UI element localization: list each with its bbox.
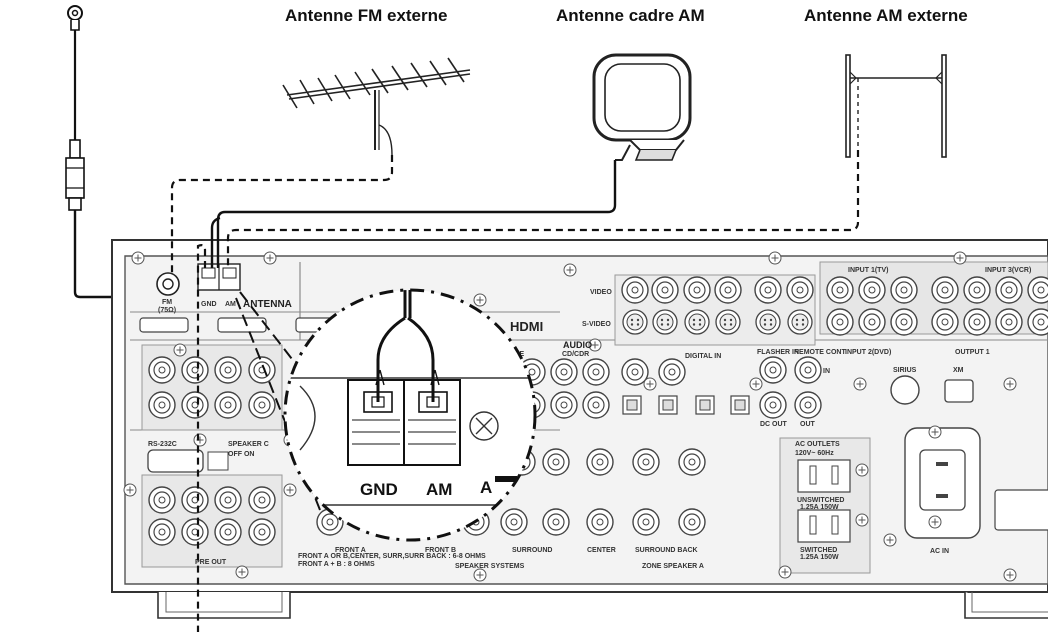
svg-text:AC IN: AC IN	[930, 548, 949, 555]
svg-text:INPUT 1(TV): INPUT 1(TV)	[848, 267, 888, 274]
svg-text:1.25A 150W: 1.25A 150W	[800, 504, 839, 511]
am-external-cable	[196, 150, 860, 632]
svg-text:FRONT A + B : 8 OHMS: FRONT A + B : 8 OHMS	[298, 561, 375, 568]
svg-text:CD/CDR: CD/CDR	[562, 351, 589, 358]
fm-external-antenna	[282, 57, 471, 156]
svg-text:SIRIUS: SIRIUS	[893, 367, 917, 374]
svg-text:SPEAKER SYSTEMS: SPEAKER SYSTEMS	[455, 563, 525, 570]
svg-text:DIGITAL IN: DIGITAL IN	[685, 353, 721, 360]
svg-text:AM: AM	[225, 301, 236, 308]
svg-text:OUT: OUT	[800, 421, 816, 428]
svg-text:UNSWITCHED: UNSWITCHED	[797, 497, 844, 504]
svg-text:CENTER: CENTER	[587, 547, 616, 554]
zoom-partial-label: A	[480, 478, 492, 497]
svg-text:1.25A 150W: 1.25A 150W	[800, 554, 839, 561]
am-loop-antenna-title: Antenne cadre AM	[556, 6, 705, 25]
svg-text:FLASHER IN: FLASHER IN	[757, 349, 799, 356]
svg-text:IN: IN	[823, 368, 830, 375]
svg-text:FRONT A OR B,CENTER, SURR,SURR: FRONT A OR B,CENTER, SURR,SURR BACK : 6-…	[298, 553, 486, 560]
svg-text:120V~ 60Hz: 120V~ 60Hz	[795, 450, 834, 457]
svg-text:(75Ω): (75Ω)	[158, 307, 176, 314]
svg-text:FRONT A: FRONT A	[335, 547, 366, 554]
svg-text:SWITCHED: SWITCHED	[800, 547, 837, 554]
svg-text:HDMI: HDMI	[510, 319, 543, 334]
am-external-antenna-title: Antenne AM externe	[804, 6, 968, 25]
am-loop-cable	[210, 160, 617, 268]
receiver-back-panel	[111, 239, 1048, 619]
svg-text:ANTENNA: ANTENNA	[243, 299, 292, 310]
svg-text:DC OUT: DC OUT	[760, 421, 788, 428]
svg-text:RS-232C: RS-232C	[148, 441, 177, 448]
svg-text:S-VIDEO: S-VIDEO	[582, 321, 611, 328]
svg-text:SURROUND BACK: SURROUND BACK	[635, 547, 698, 554]
svg-text:SURROUND: SURROUND	[512, 547, 552, 554]
svg-text:FRONT B: FRONT B	[425, 547, 456, 554]
svg-text:SPEAKER C: SPEAKER C	[228, 441, 269, 448]
svg-text:INPUT 2(DVD): INPUT 2(DVD)	[845, 349, 891, 356]
svg-text:INPUT 3(VCR): INPUT 3(VCR)	[985, 267, 1031, 274]
zoom-gnd-label: GND	[360, 480, 398, 499]
antenna-terminal-zoom: GND AM A )	[283, 288, 537, 542]
svg-text:VIDEO: VIDEO	[590, 289, 612, 296]
zoom-am-label: AM	[426, 480, 452, 499]
am-external-antenna	[845, 54, 947, 158]
svg-text:GND: GND	[201, 301, 217, 308]
panel-labels: FM (75Ω) GND AM ANTENNA HDMI VIDEO S-VID…	[148, 267, 1031, 570]
svg-text:OUTPUT 1: OUTPUT 1	[955, 349, 990, 356]
svg-text:OFF ON: OFF ON	[228, 451, 254, 458]
fm-antenna-title: Antenne FM externe	[285, 6, 448, 25]
svg-text:AC OUTLETS: AC OUTLETS	[795, 441, 840, 448]
svg-text:XM: XM	[953, 367, 964, 374]
svg-text:REMOTE CONT.: REMOTE CONT.	[794, 349, 847, 356]
fm-indoor-antenna-cable	[65, 5, 168, 299]
am-loop-antenna	[592, 53, 692, 161]
svg-text:PRE OUT: PRE OUT	[195, 559, 227, 566]
svg-text:ZONE SPEAKER A: ZONE SPEAKER A	[642, 563, 704, 570]
svg-text:AUDIO: AUDIO	[563, 340, 592, 350]
svg-text:FM: FM	[162, 299, 172, 306]
fm-external-cable	[170, 155, 394, 274]
